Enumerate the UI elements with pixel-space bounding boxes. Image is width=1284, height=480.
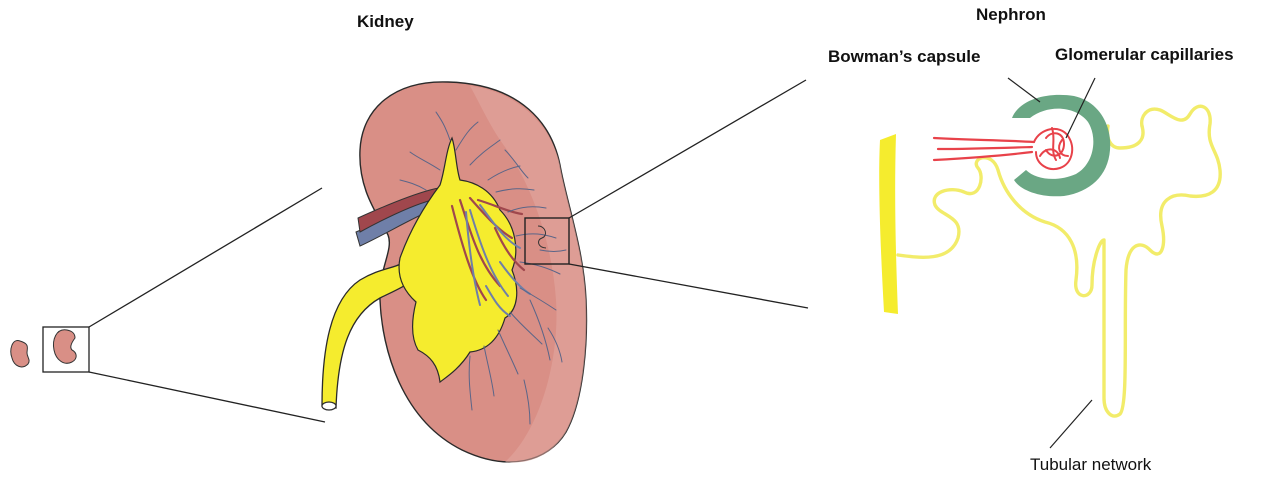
- bowmans-capsule: [1012, 95, 1110, 196]
- label-bowmans-capsule: Bowman’s capsule: [828, 47, 980, 66]
- glomerular-tuft: [1034, 128, 1072, 169]
- label-nephron: Nephron: [976, 5, 1046, 24]
- pointer-tubular: [1050, 400, 1092, 448]
- small-left-kidney: [11, 341, 29, 367]
- kidney-illustration: [322, 82, 586, 463]
- tubular-network-inner: [1108, 126, 1144, 148]
- pointer-bowmans: [1008, 78, 1040, 102]
- label-tubular-network: Tubular network: [1030, 455, 1152, 474]
- zoom-line-lower-left: [89, 372, 325, 422]
- small-kidneys: [11, 327, 89, 372]
- zoom-line-upper-right: [569, 80, 806, 218]
- zoom-line-lower-right: [569, 264, 808, 308]
- ureter-opening: [322, 402, 336, 410]
- zoom-line-upper-left: [89, 188, 322, 327]
- nephron-illustration: [879, 78, 1220, 448]
- arterioles: [934, 138, 1034, 160]
- tubular-network: [898, 106, 1220, 416]
- collecting-duct: [879, 134, 898, 314]
- small-right-kidney: [54, 330, 77, 363]
- label-kidney: Kidney: [357, 12, 414, 31]
- label-glomerular-capillaries: Glomerular capillaries: [1055, 45, 1234, 64]
